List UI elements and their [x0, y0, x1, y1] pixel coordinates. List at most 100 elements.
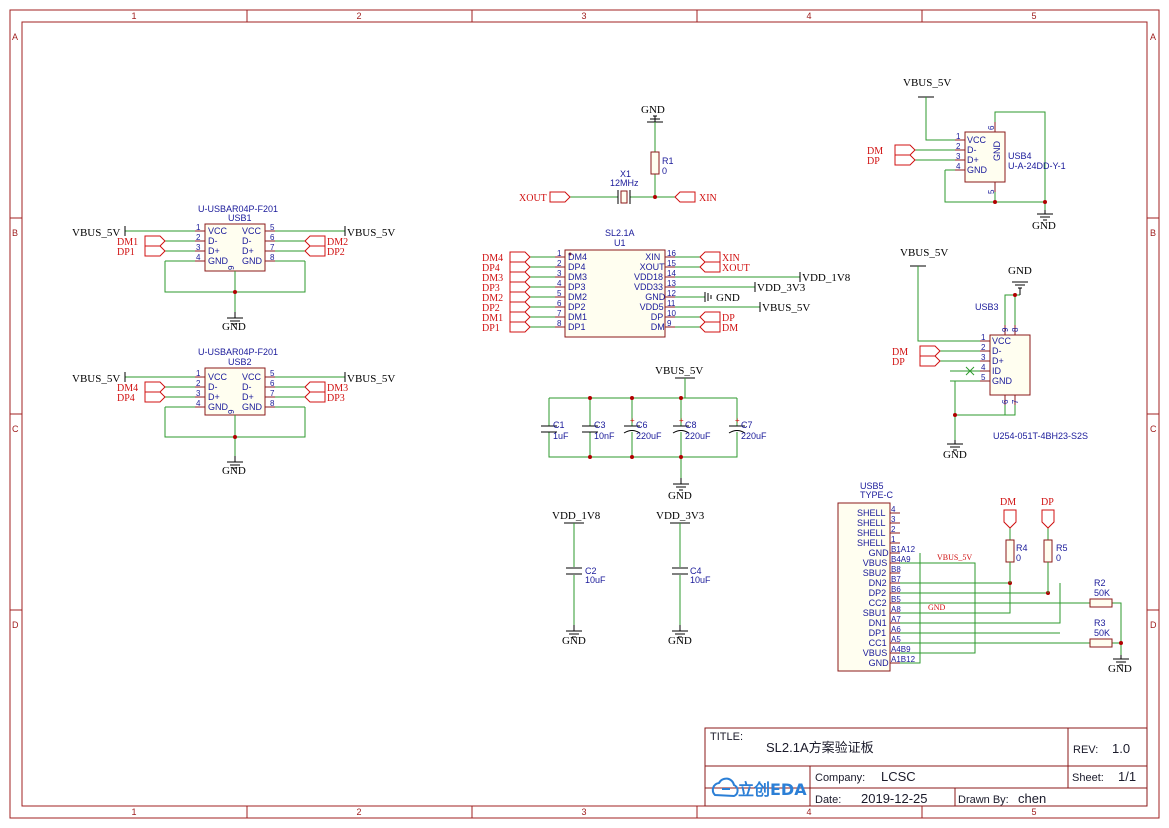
usb2-pin-num: 1: [196, 369, 201, 378]
u1-flag-5: DP2: [482, 303, 500, 314]
u1-pin-label: VDD33: [634, 282, 663, 292]
u1-body[interactable]: [564, 249, 666, 338]
u1-pin-label: DP3: [568, 282, 586, 292]
c2-cap[interactable]: [566, 567, 582, 575]
rev-value: 1.0: [1112, 741, 1130, 756]
usb4-body[interactable]: [964, 131, 1006, 183]
usb2-flag-r0-flag: [304, 381, 326, 393]
c4-net: VDD_3V3: [656, 510, 705, 522]
usb1-pin-num: 3: [196, 243, 201, 252]
usb3-pin8: 8: [1011, 327, 1020, 332]
u1-flag-3: DP3: [482, 283, 500, 294]
usb5-pin-num: 4: [891, 505, 896, 514]
frame-col-bottom: 3: [582, 807, 587, 817]
u1-pin-label: VDD18: [634, 272, 663, 282]
date-value: 2019-12-25: [861, 791, 928, 806]
u1-flag-7-flag: [509, 321, 531, 333]
cap-0[interactable]: [541, 425, 557, 433]
caps-gnd: GND: [668, 490, 692, 502]
title-label: TITLE:: [710, 731, 743, 743]
cap-1[interactable]: [582, 425, 598, 433]
u1-flag-1: DP4: [482, 263, 500, 274]
usb2-pin-num: 5: [270, 369, 275, 378]
r3-ref: R3: [1094, 618, 1106, 628]
cap-2[interactable]: [623, 425, 641, 434]
u1-pin-num: 2: [557, 259, 562, 268]
usb2-pin-label: GND: [208, 402, 229, 412]
u1-pin-num: 8: [557, 319, 562, 328]
usb5-pin-num: A4B9: [891, 645, 911, 654]
cap-ref: C7: [741, 420, 753, 430]
cap-ref: C3: [594, 420, 606, 430]
u1-flag-4-flag: [509, 291, 531, 303]
r4-body[interactable]: [1005, 539, 1015, 563]
usb5-pin-label: SBU1: [863, 608, 887, 618]
cap-4[interactable]: [728, 425, 746, 434]
u1-dp: DP: [722, 313, 735, 324]
r3-body[interactable]: [1089, 638, 1113, 648]
usb5-pin-label: VBUS: [863, 648, 888, 658]
usb5-dm: DM: [1000, 497, 1016, 508]
usb5-pin-num: 1: [891, 535, 896, 544]
x1-crystal[interactable]: [617, 190, 631, 204]
usb5-pin-label: SHELL: [857, 518, 886, 528]
u1-pin-label: DM3: [568, 272, 587, 282]
usb1-flag-l0-flag: [144, 235, 166, 247]
u1-vdd5-net: VBUS_5V: [762, 302, 810, 314]
usb1-pin-label: D+: [242, 246, 254, 256]
usb3-gnd-top: GND: [1008, 265, 1032, 277]
usb5-body[interactable]: [837, 502, 891, 672]
usb5-pin-label: VBUS: [863, 558, 888, 568]
usb1-pin-label: GND: [242, 256, 263, 266]
usb4-wires: [915, 97, 1046, 210]
u1-flag-6: DM1: [482, 313, 503, 324]
r5-body[interactable]: [1043, 539, 1053, 563]
c4-ref: C4: [690, 566, 702, 576]
usb5-pin-num: B1A12: [891, 545, 916, 554]
usb1-ref: USB1: [228, 213, 252, 223]
cap-val: 220uF: [685, 431, 711, 441]
usb5-vbus-net: VBUS_5V: [937, 553, 972, 562]
u1-xout: XOUT: [722, 263, 750, 274]
u1-pin-num: 1: [557, 249, 562, 258]
usb3-body[interactable]: [989, 334, 1031, 396]
xin-flag: [674, 191, 696, 203]
usb3-pin-num: 5: [981, 373, 986, 382]
usb4-ref: USB4: [1008, 151, 1032, 161]
u1-gnd-net: GND: [716, 292, 740, 304]
usb2-pin-num: 7: [270, 389, 275, 398]
usb1-pin-num: 6: [270, 233, 275, 242]
usb5-pin-label: DP1: [869, 628, 887, 638]
usb1-body: [204, 223, 266, 272]
usb5-pin-label: GND: [869, 548, 890, 558]
r5-val: 0: [1056, 553, 1061, 563]
r4-ref: R4: [1016, 543, 1028, 553]
xtal-gnd: GND: [641, 104, 665, 116]
u1-flag-6-flag: [509, 311, 531, 323]
caps-vbus: VBUS_5V: [655, 365, 703, 377]
c4-cap[interactable]: [672, 567, 688, 575]
r2-body[interactable]: [1089, 598, 1113, 608]
usb5-pin-num: A7: [891, 615, 901, 624]
usb4-pin5: 5: [987, 189, 996, 194]
usb1-pin-label: D+: [208, 246, 220, 256]
u1-vdd18-net: VDD_1V8: [802, 272, 851, 284]
cap-val: 10nF: [594, 431, 615, 441]
outer-frame: [9, 9, 1160, 819]
u1-flag-7: DP1: [482, 323, 500, 334]
frame-row-left: C: [12, 424, 19, 434]
cap-3[interactable]: [672, 425, 690, 434]
r1-val: 0: [662, 166, 667, 176]
usb4-pin6: 6: [987, 125, 996, 130]
cap-val: 220uF: [636, 431, 662, 441]
usb2-pin-label: GND: [242, 402, 263, 412]
usb3-pin-label: GND: [992, 376, 1013, 386]
usb5-pin-label: GND: [869, 658, 890, 668]
u1-pin-num: 5: [557, 289, 562, 298]
r1-body[interactable]: [650, 151, 660, 175]
usb4-pin-num: 4: [956, 162, 961, 171]
usb5-pin-label: SHELL: [857, 528, 886, 538]
u1-xin: XIN: [722, 253, 740, 264]
